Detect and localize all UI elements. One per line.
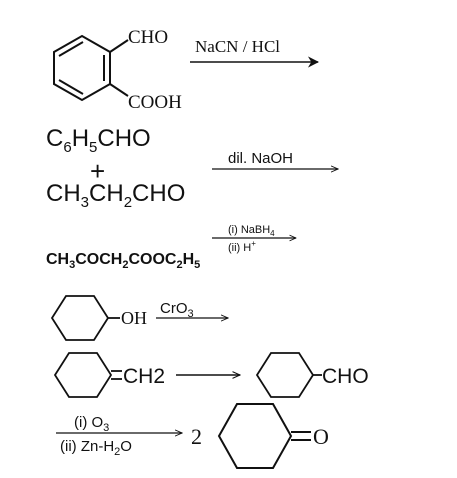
reagent-label: (i) NaBH4 [228,224,275,238]
cho-bond [109,39,129,53]
reaction-1 [53,34,320,102]
cyclohexane-ring [217,403,293,469]
cooh-label: COOH [128,92,182,113]
benzaldehyde-formula: C6H5CHO [46,125,151,156]
cooh-bond [109,83,129,97]
ethyl-acetoacetate-formula: CH3COCH2COOC2H5 [46,251,200,271]
cyclohexanone [217,403,311,469]
benzene-inner-bond [58,79,84,95]
reagent-label: (ii) H+ [228,239,256,254]
methylene-label: CH2 [123,365,165,388]
oxygen-label: O [313,424,329,449]
benzene-inner-bond [58,41,84,57]
oh-label: OH [121,308,147,328]
reagent-label: CrO3 [160,300,194,320]
propanal-formula: CH3CH2CHO [46,180,185,211]
reagent-label: dil. NaOH [228,150,293,167]
reagent-label: (ii) Zn-H2O [60,438,132,458]
cho-label: CHO [128,27,168,48]
cyclohexane-ring [50,295,110,341]
cho-label: CHO [322,365,369,388]
benzene-ring [53,34,111,102]
reagent-label: NaCN / HCl [195,37,280,56]
plus-sign: + [90,156,105,186]
cyclohexane-ring [53,352,113,398]
reaction-4 [50,295,228,341]
stoichiometric-coefficient: 2 [191,424,202,449]
reaction-5 [53,352,322,398]
cyclohexane-ring [255,352,315,398]
reagent-label: (i) O3 [74,414,109,434]
